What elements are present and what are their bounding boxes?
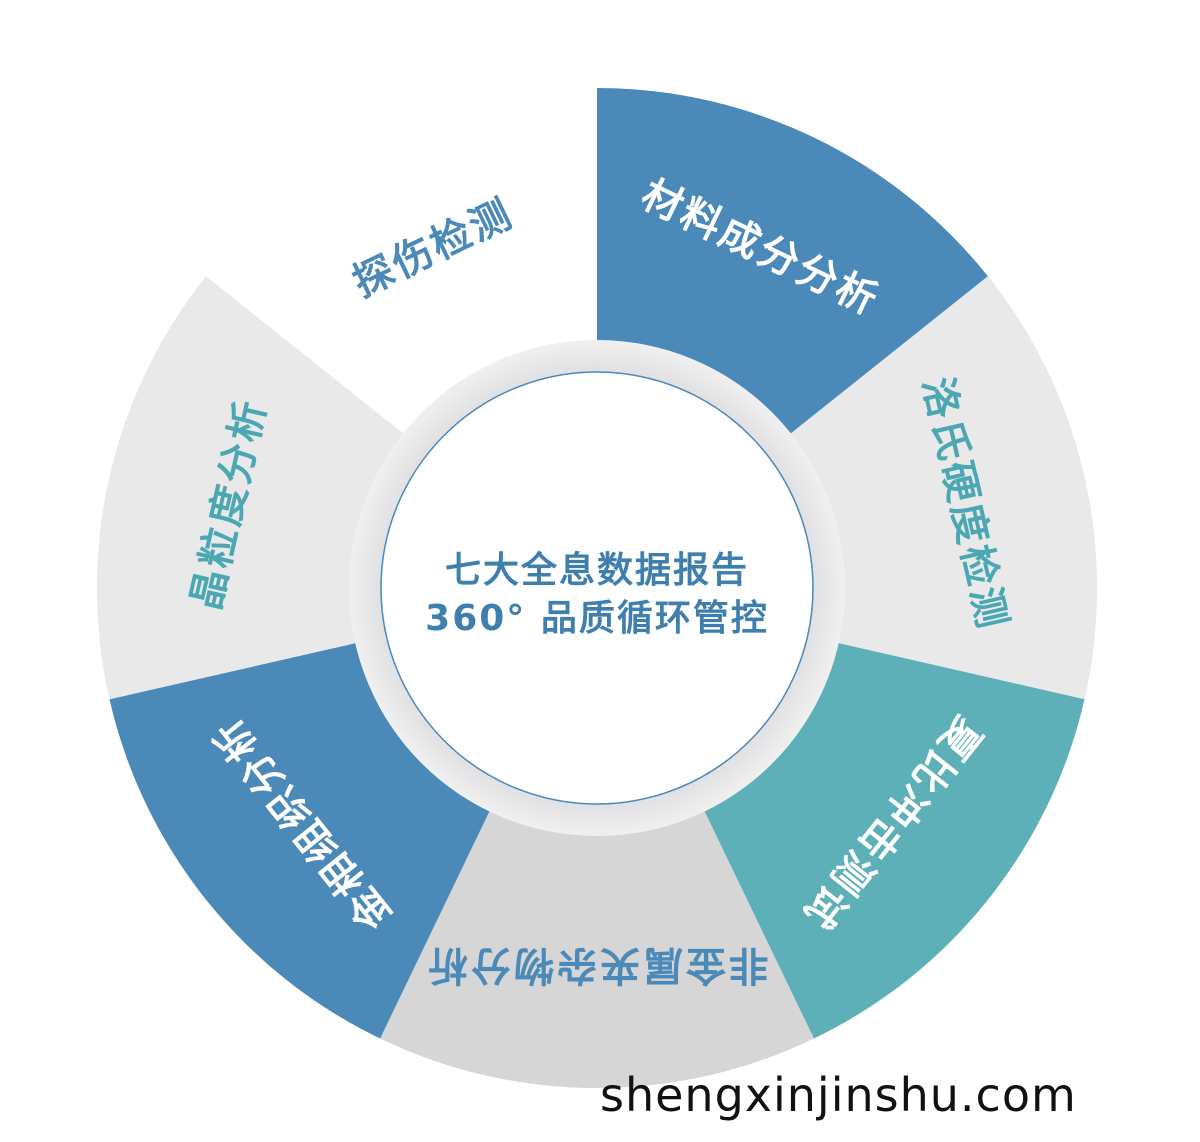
center-title-line1: 七大全息数据报告 [445, 549, 749, 591]
segment-nonmetallic-inclusion [380, 588, 814, 1088]
center-circle [380, 371, 814, 805]
segments-group: 材料成分分析洛氏硬度检测夏比冲击测试非金属夹杂物分析金相组织分析晶粒度分析探伤检… [96, 88, 1098, 1088]
center-title-line2: 360° 品质循环管控 [425, 598, 769, 639]
website-url: shengxinjinshu.com [600, 1068, 1077, 1122]
segment-nonmetallic-inclusion-label: 非金属夹杂物分析 [425, 942, 769, 988]
